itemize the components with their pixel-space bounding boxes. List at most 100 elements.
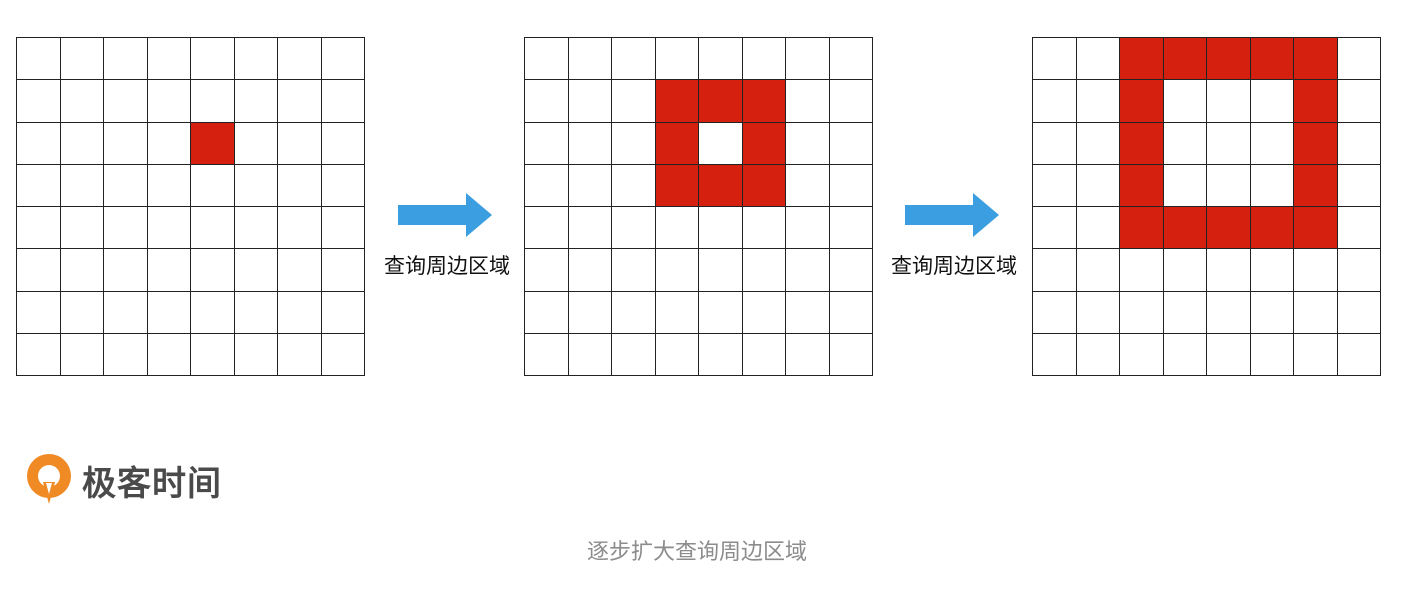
grid-cell-filled [742,122,786,165]
grid-cell [17,122,61,165]
grid-cell [278,164,322,207]
grid-cell [1033,249,1077,292]
grid-cell [612,249,656,292]
grid-cell-filled [655,122,699,165]
grid-cell [1033,207,1077,250]
grid-cell [60,291,104,334]
grid-cell [17,249,61,292]
grid-cell-filled [1120,122,1164,165]
grid-cell [278,249,322,292]
grid-cell [1207,291,1251,334]
grid-cell [1163,122,1207,165]
grid-cell [1250,333,1294,376]
grid-cell [829,333,873,376]
grid-cell [525,80,569,123]
grid-cell [278,80,322,123]
grid-cell-filled [1250,207,1294,250]
grid-cell-filled [699,164,743,207]
grid-cell [568,291,612,334]
grid-cell [147,333,191,376]
grid-cell [104,38,148,81]
grid-cell [321,249,365,292]
grid-cell [60,164,104,207]
grid-cell [525,38,569,81]
grid-cell [234,249,278,292]
grid-cell-filled [1294,207,1338,250]
grid-cell [525,122,569,165]
grid-cell [278,38,322,81]
geektime-logo-icon [27,454,71,504]
grid-cell [612,38,656,81]
grid-cell [1207,122,1251,165]
grid-cell [1207,80,1251,123]
grid-cell-filled [1207,207,1251,250]
grid-step-1 [16,37,365,376]
grid-cell [568,164,612,207]
step-label: 查询周边区域 [891,254,1017,278]
grid-cell [1250,291,1294,334]
grid-cell [234,333,278,376]
grid-step-2 [524,37,873,376]
grid-cell-filled [699,80,743,123]
grid-cell [104,207,148,250]
grid-cell [612,122,656,165]
grid-cell-filled [1120,80,1164,123]
figure-caption: 逐步扩大查询周边区域 [586,540,807,565]
grid-cell [234,122,278,165]
grid-cell [1250,80,1294,123]
grid-cell [612,291,656,334]
grid-cell [699,249,743,292]
grid-cell [1207,249,1251,292]
grid-cell [104,164,148,207]
grid-cell [525,249,569,292]
grid-cell [278,207,322,250]
grid-cell [742,249,786,292]
grid-cell-filled [1120,38,1164,81]
grid-cell [1337,207,1381,250]
right-arrow-icon [905,193,999,237]
grid-cell [60,249,104,292]
grid-cell [1250,122,1294,165]
grid-cell [17,207,61,250]
grid-cell [568,122,612,165]
grid-cell [655,207,699,250]
grid-cell [1337,122,1381,165]
grid-step-3 [1032,37,1381,376]
grid-cell-filled [655,164,699,207]
grid-cell [699,333,743,376]
grid-cell [742,207,786,250]
grid-cell [699,207,743,250]
grid-cell [525,207,569,250]
grid-cell [191,80,235,123]
grid-cell [829,38,873,81]
grid-cell [1163,80,1207,123]
grid-cell [278,291,322,334]
grid-cell [525,333,569,376]
grid-cell-filled [1250,38,1294,81]
logo-text: 极客时间 [82,463,222,504]
grid-cell-filled [1163,38,1207,81]
grid-cell [191,38,235,81]
grid-cell [1120,249,1164,292]
grid-cell [742,291,786,334]
grid-cell [612,80,656,123]
grid-cell [1076,80,1120,123]
grid-cell [321,164,365,207]
grid-cell-filled [1294,122,1338,165]
grid-cell [1250,249,1294,292]
grid-cell [104,333,148,376]
grid-cell [1294,291,1338,334]
grid-cell [655,333,699,376]
grid-cell [612,207,656,250]
grid-cell [612,164,656,207]
grid-cell-filled [1207,38,1251,81]
grid-cell [234,207,278,250]
grid-cell [104,291,148,334]
grid-cell [1207,164,1251,207]
grid-cell [699,122,743,165]
grid-cell [786,207,830,250]
grid-cell [147,291,191,334]
grid-cell [829,207,873,250]
grid-cell [568,207,612,250]
grid-cell [104,80,148,123]
